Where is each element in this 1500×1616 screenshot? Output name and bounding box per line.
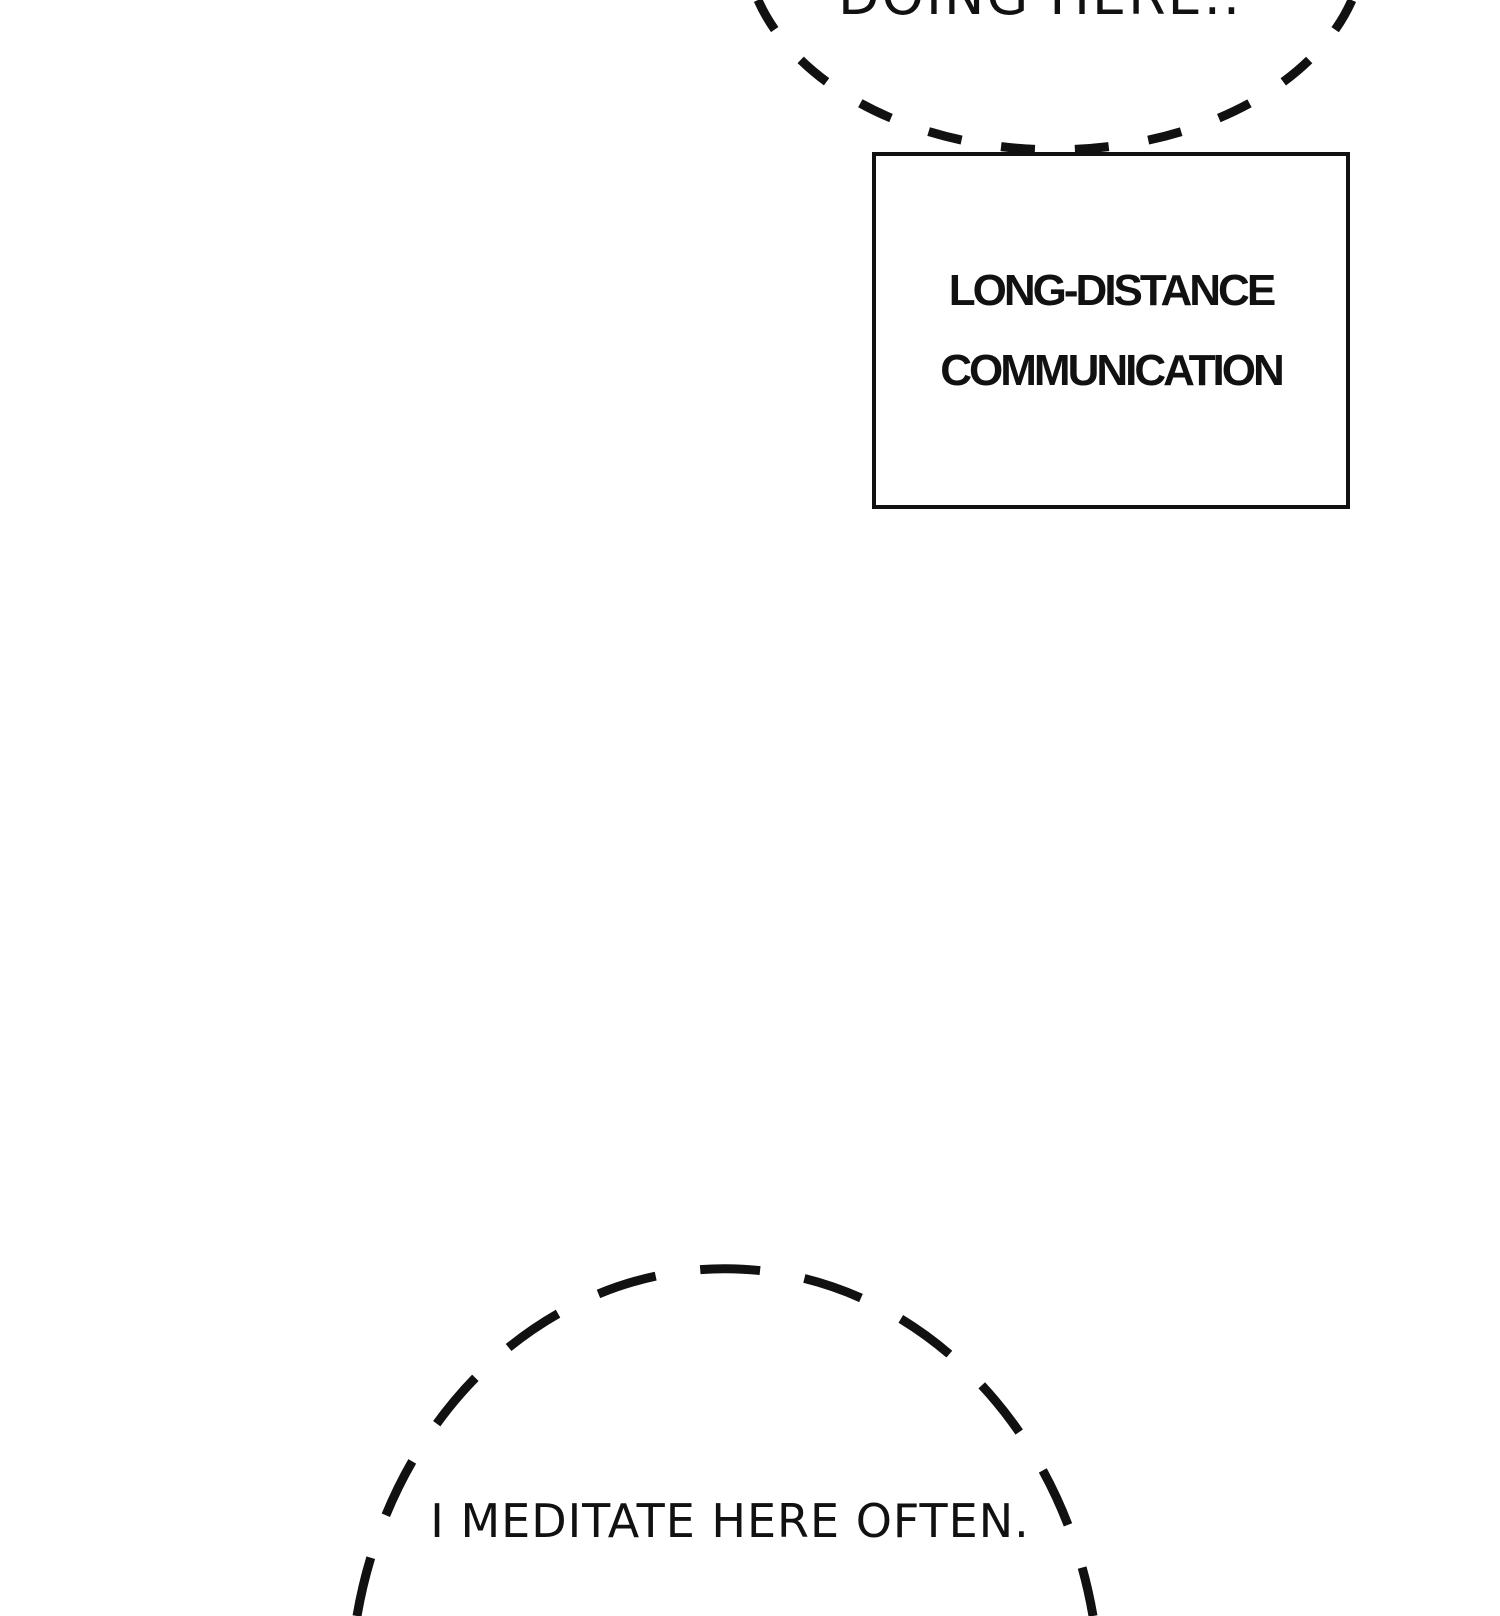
top-speech-bubble-text: DOING HERE.. bbox=[760, 0, 1320, 27]
caption-box: LONG-DISTANCE COMMUNICATION bbox=[872, 152, 1350, 509]
bottom-speech-bubble-text: I MEDITATE HERE OFTEN. bbox=[430, 1494, 1030, 1548]
caption-line-2: COMMUNICATION bbox=[940, 345, 1284, 395]
bottom-speech-bubble-outline bbox=[352, 1264, 1098, 1616]
caption-line-1: LONG-DISTANCE bbox=[948, 265, 1276, 315]
top-speech-bubble-outline bbox=[753, 0, 1357, 155]
